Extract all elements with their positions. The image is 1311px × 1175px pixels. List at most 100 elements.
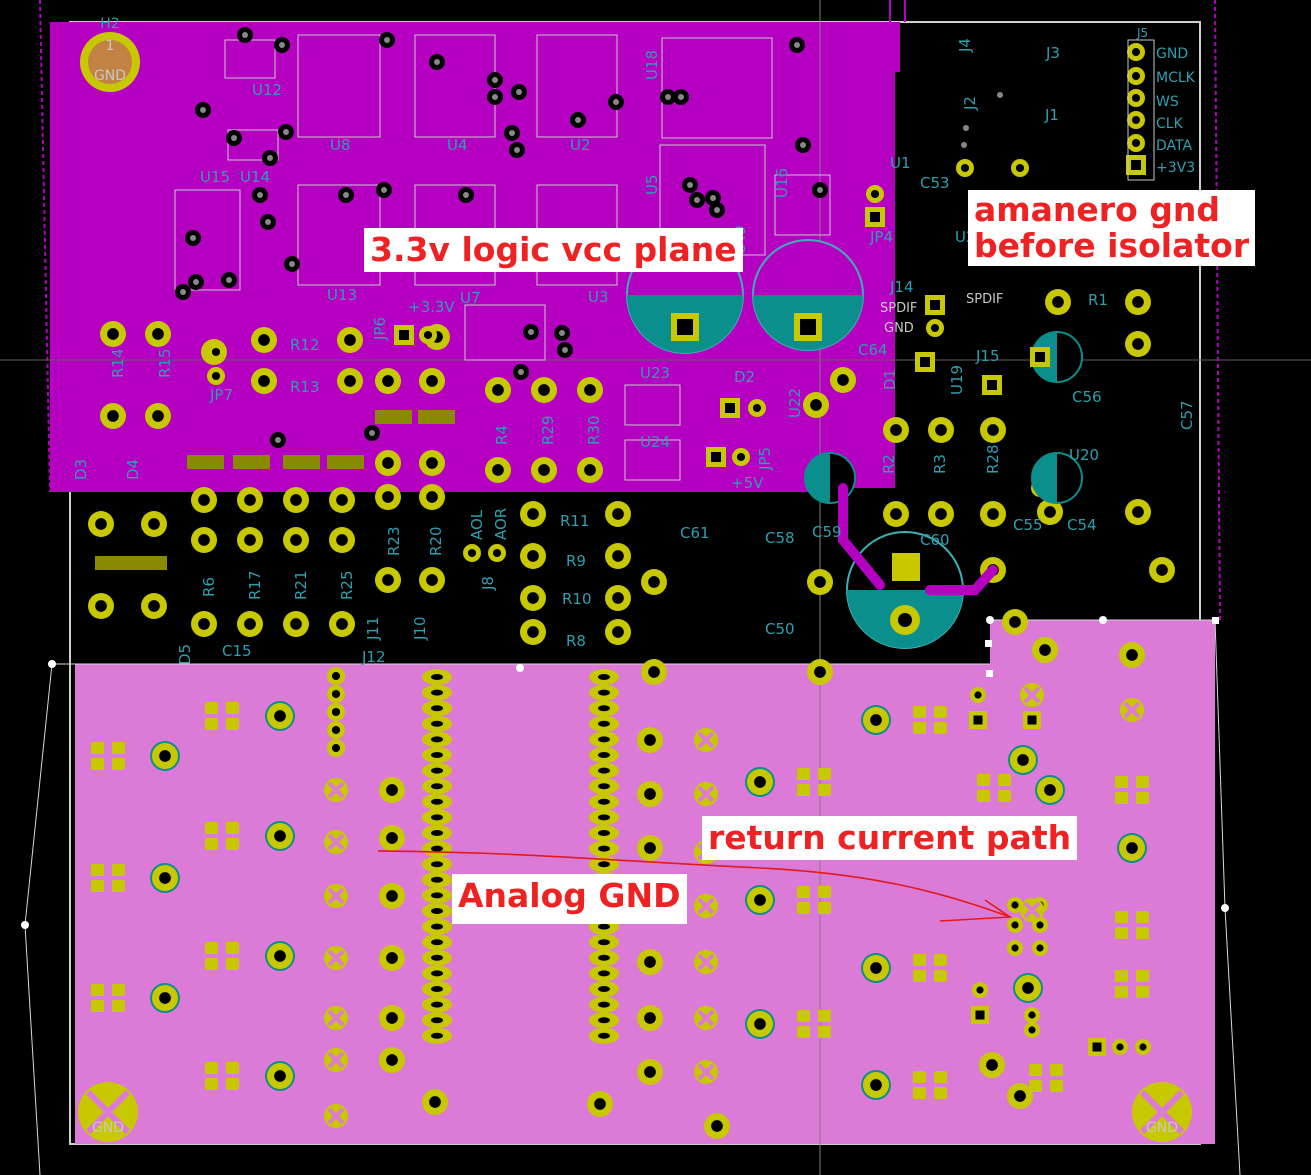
ref-jp5: JP5 bbox=[756, 447, 774, 471]
pad bbox=[807, 569, 833, 595]
pad bbox=[605, 619, 631, 645]
header-pin bbox=[422, 731, 452, 748]
via bbox=[237, 27, 253, 43]
pad bbox=[531, 377, 557, 403]
pad bbox=[100, 403, 126, 429]
ref-r1: R1 bbox=[1088, 291, 1108, 309]
pad bbox=[866, 185, 884, 203]
pad bbox=[419, 450, 445, 476]
ref-r13: R13 bbox=[290, 378, 320, 396]
pad bbox=[337, 327, 363, 353]
via bbox=[284, 256, 300, 272]
via bbox=[274, 37, 290, 53]
ref-r20: R20 bbox=[427, 526, 445, 556]
ref-j14: J14 bbox=[889, 278, 914, 296]
spdif-gnd-label: GND bbox=[884, 321, 914, 336]
ref-c56: C56 bbox=[1072, 388, 1102, 406]
header-pin bbox=[422, 669, 452, 685]
pad bbox=[237, 611, 263, 637]
cross-pad bbox=[694, 1006, 718, 1030]
header-pin bbox=[589, 1012, 619, 1029]
pad bbox=[100, 321, 126, 347]
via bbox=[660, 89, 676, 105]
pad bbox=[1032, 940, 1048, 956]
pad bbox=[1127, 67, 1145, 85]
vias bbox=[175, 27, 1008, 448]
ref-c58: C58 bbox=[765, 529, 795, 547]
mounting-hole-h1[interactable]: GND bbox=[78, 1082, 138, 1142]
pad bbox=[980, 417, 1006, 443]
smd-pad bbox=[913, 1071, 947, 1099]
ref-r2: R2 bbox=[880, 454, 898, 474]
pad bbox=[520, 501, 546, 527]
square-pad bbox=[720, 398, 740, 418]
ref-r4: R4 bbox=[493, 425, 511, 445]
pad bbox=[745, 767, 775, 797]
logic-plane-edge bbox=[895, 22, 900, 72]
via bbox=[504, 125, 520, 141]
pad bbox=[928, 417, 954, 443]
pad bbox=[141, 593, 167, 619]
pad bbox=[1008, 745, 1038, 775]
annotation-amanero-line2: before isolator bbox=[974, 226, 1250, 265]
pad bbox=[807, 659, 833, 685]
mounting-hole-h2[interactable]: 1 GND H2 bbox=[80, 16, 140, 92]
cross-pad bbox=[694, 950, 718, 974]
header-pin bbox=[422, 887, 452, 904]
pad bbox=[972, 982, 988, 998]
svg-text:GND: GND bbox=[1146, 1120, 1178, 1136]
ref-r25: R25 bbox=[338, 570, 356, 600]
header-pin bbox=[422, 825, 452, 841]
pad bbox=[207, 367, 225, 385]
svg-text:GND: GND bbox=[92, 1120, 124, 1136]
svg-text:GND: GND bbox=[94, 68, 126, 84]
pad bbox=[141, 511, 167, 537]
pad bbox=[379, 825, 405, 851]
ref-r6: R6 bbox=[200, 577, 218, 597]
square-pad bbox=[971, 1006, 989, 1024]
ref-u16: U16 bbox=[773, 168, 791, 198]
pad bbox=[422, 1089, 448, 1115]
smd-pad bbox=[91, 742, 125, 770]
ref-d5: D5 bbox=[176, 644, 194, 665]
pad bbox=[1127, 111, 1145, 129]
pad bbox=[145, 321, 171, 347]
pad bbox=[1125, 499, 1151, 525]
connector-j5[interactable]: J5 bbox=[1127, 26, 1155, 181]
pad bbox=[485, 377, 511, 403]
ref-jp6: JP6 bbox=[371, 317, 389, 341]
pad bbox=[637, 1059, 663, 1085]
header-pin bbox=[422, 903, 452, 919]
pad bbox=[463, 544, 481, 562]
square-pad bbox=[925, 295, 945, 315]
cross-pad bbox=[324, 830, 348, 854]
ref-u20: U20 bbox=[1069, 446, 1099, 464]
ref-r28: R28 bbox=[984, 444, 1002, 474]
pad bbox=[191, 487, 217, 513]
svg-text:MCLK: MCLK bbox=[1156, 70, 1196, 86]
annotation-amanero-line1: amanero gnd bbox=[974, 190, 1220, 229]
selection-handles[interactable] bbox=[21, 616, 1229, 929]
pad bbox=[379, 1047, 405, 1073]
pad bbox=[1037, 499, 1063, 525]
ref-j1: J1 bbox=[1044, 106, 1059, 124]
pad bbox=[150, 863, 180, 893]
header-pin bbox=[589, 809, 619, 826]
ref-r3: R3 bbox=[931, 454, 949, 474]
square-pad bbox=[1088, 1038, 1106, 1056]
j5-pin-labels: GND MCLK WS CLK DATA +3V3 bbox=[1156, 46, 1196, 176]
cross-pad bbox=[694, 782, 718, 806]
svg-text:+3V3: +3V3 bbox=[1156, 160, 1195, 176]
ref-u8: U8 bbox=[330, 136, 351, 154]
mounting-hole-h3[interactable]: GND bbox=[1132, 1082, 1192, 1142]
ref-u7: U7 bbox=[460, 289, 481, 307]
via bbox=[682, 177, 698, 193]
header-pin bbox=[422, 809, 452, 826]
ref-c60: C60 bbox=[920, 531, 950, 549]
annotation-amanero: amanero gnd before isolator bbox=[968, 190, 1256, 266]
via bbox=[185, 230, 201, 246]
smd-pad bbox=[91, 984, 125, 1012]
header-pin bbox=[422, 981, 452, 997]
pad bbox=[283, 611, 309, 637]
